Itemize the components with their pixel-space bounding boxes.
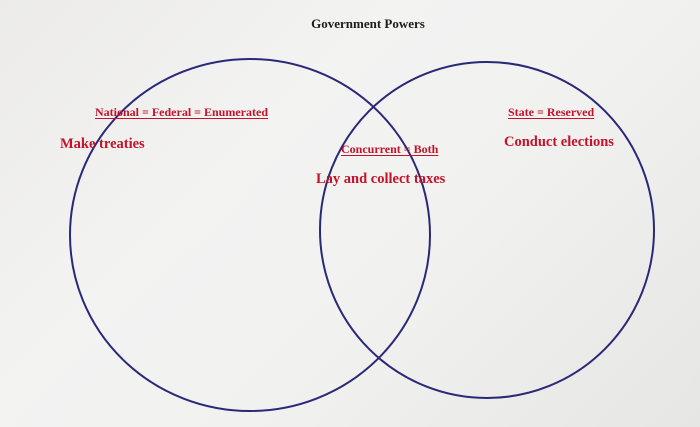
national-heading: National = Federal = Enumerated xyxy=(95,105,268,119)
state-item: Conduct elections xyxy=(504,134,614,150)
state-circle xyxy=(319,61,655,399)
concurrent-item: Lay and collect taxes xyxy=(316,171,446,187)
concurrent-heading: Concurrent = Both xyxy=(341,142,439,156)
state-heading: State = Reserved xyxy=(508,105,595,119)
national-item: Make treaties xyxy=(60,136,145,152)
national-circle xyxy=(69,58,431,412)
diagram-title: Government Powers xyxy=(311,16,425,31)
